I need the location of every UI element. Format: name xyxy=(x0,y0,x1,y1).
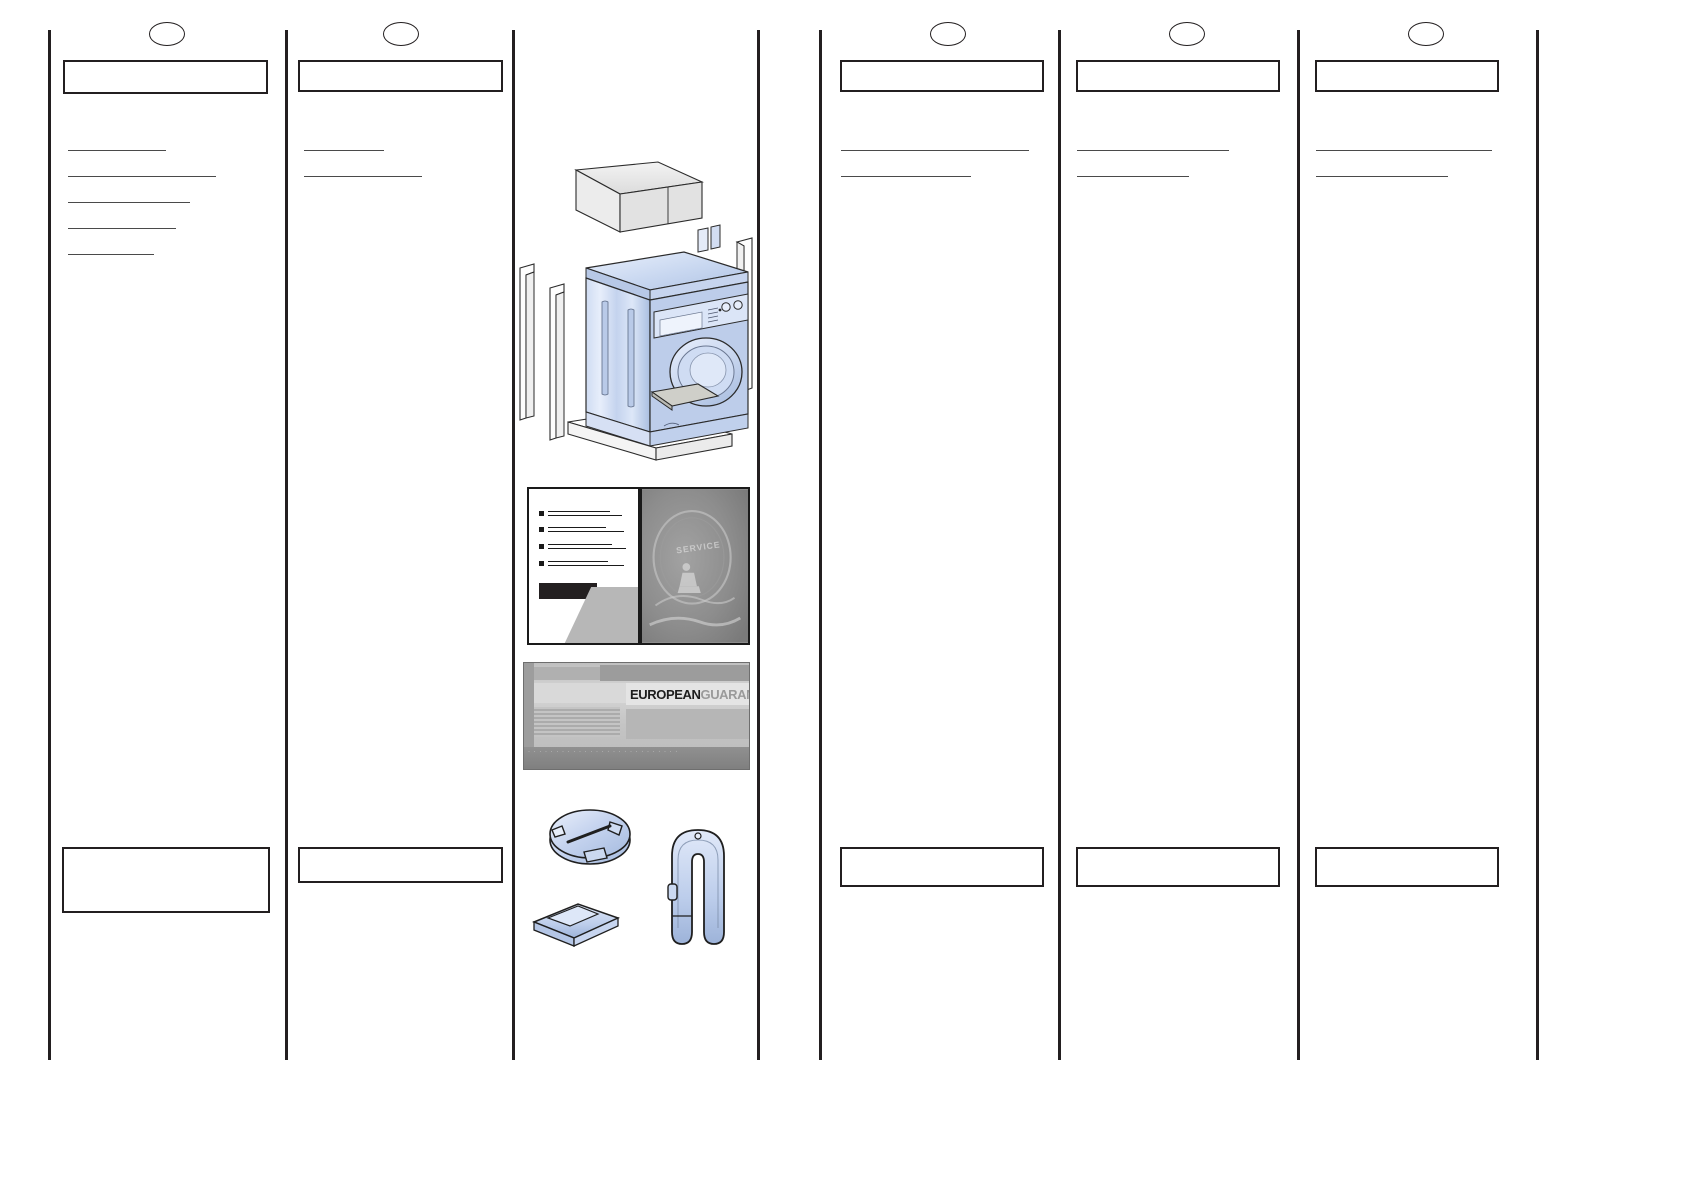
card-header-band xyxy=(600,665,749,681)
footer-note-box xyxy=(840,847,1044,887)
column-rule-4 xyxy=(757,30,760,1060)
bullet-square-icon xyxy=(539,511,544,517)
column-rule-5 xyxy=(819,30,822,1060)
language-column-2 xyxy=(285,0,512,1190)
guarantee-card-title: EUROPEANGUARANTEE xyxy=(630,687,749,702)
section-title-box xyxy=(298,60,503,92)
language-column-1 xyxy=(48,0,285,1190)
bullet-square-icon xyxy=(539,561,544,567)
polystyrene-top-packing-icon xyxy=(574,161,704,233)
text-rule xyxy=(68,228,176,229)
section-title-box xyxy=(840,60,1044,92)
language-column-5 xyxy=(1297,0,1536,1190)
bullet-square-icon xyxy=(539,527,544,533)
text-rule xyxy=(1077,176,1189,177)
leaflet-bullet-row xyxy=(539,511,622,517)
leaflet-bullet-row xyxy=(539,527,624,533)
oval-flag-icon xyxy=(1408,22,1444,46)
guarantee-title-light: GUARANTEE xyxy=(700,687,749,702)
blanking-cap-icon xyxy=(549,809,631,865)
oval-flag-icon xyxy=(383,22,419,46)
footer-note-box xyxy=(62,847,270,913)
card-fineprint-block xyxy=(534,707,620,737)
text-rule xyxy=(841,150,1029,151)
footer-note-box xyxy=(1076,847,1280,887)
section-title-box xyxy=(63,60,268,94)
service-booklet-photo: SERVICE SERVICE xyxy=(640,487,750,645)
oval-flag-icon xyxy=(149,22,185,46)
section-title-box xyxy=(1315,60,1499,92)
leaflet-black-bar xyxy=(539,583,597,599)
polystyrene-side-strip-icon xyxy=(519,263,565,441)
column-rule-1 xyxy=(48,30,51,1060)
footer-note-box xyxy=(298,847,503,883)
washing-machine-packaging-illustration xyxy=(512,160,760,480)
column-rule-7 xyxy=(1297,30,1300,1060)
text-rule xyxy=(304,176,422,177)
footer-note-box xyxy=(1315,847,1499,887)
leaflet-bullet-row xyxy=(539,544,626,550)
text-rule xyxy=(68,202,190,203)
drawer-insert-icon xyxy=(532,903,621,948)
washing-machine-icon xyxy=(585,224,749,447)
language-column-4 xyxy=(1058,0,1297,1190)
oval-flag-icon xyxy=(1169,22,1205,46)
text-rule xyxy=(1316,150,1492,151)
text-rule xyxy=(1077,150,1229,151)
card-text-block xyxy=(534,683,626,703)
card-title-band xyxy=(626,683,749,705)
european-guarantee-card: EUROPEANGUARANTEE · · · · · · · · · · · … xyxy=(523,662,750,770)
u-bend-hose-holder-icon xyxy=(667,829,725,945)
text-rule xyxy=(304,150,384,151)
column-rule-2 xyxy=(285,30,288,1060)
text-rule xyxy=(68,176,216,177)
column-rule-8 xyxy=(1536,30,1539,1060)
card-left-edge xyxy=(524,663,534,747)
text-rule xyxy=(68,254,154,255)
leaflet-bullet-row xyxy=(539,561,624,567)
guarantee-title-bold: EUROPEAN xyxy=(630,687,701,702)
instruction-leaflet xyxy=(527,487,640,645)
text-rule xyxy=(1316,176,1448,177)
language-column-3 xyxy=(819,0,1058,1190)
column-rule-6 xyxy=(1058,30,1061,1060)
card-text-block xyxy=(534,667,600,680)
section-title-box xyxy=(1076,60,1280,92)
card-body-band xyxy=(626,709,749,739)
guarantee-card-strip: · · · · · · · · · · · · · · · · · · · · … xyxy=(524,747,749,769)
text-rule xyxy=(68,150,166,151)
accessories-illustration xyxy=(522,800,758,960)
bullet-square-icon xyxy=(539,544,544,550)
oval-flag-icon xyxy=(930,22,966,46)
text-rule xyxy=(841,176,971,177)
column-rule-3 xyxy=(512,30,515,1060)
illustration-column: SERVICE SERVICE EUROPEANGUARANTEE · · · … xyxy=(512,0,760,1190)
